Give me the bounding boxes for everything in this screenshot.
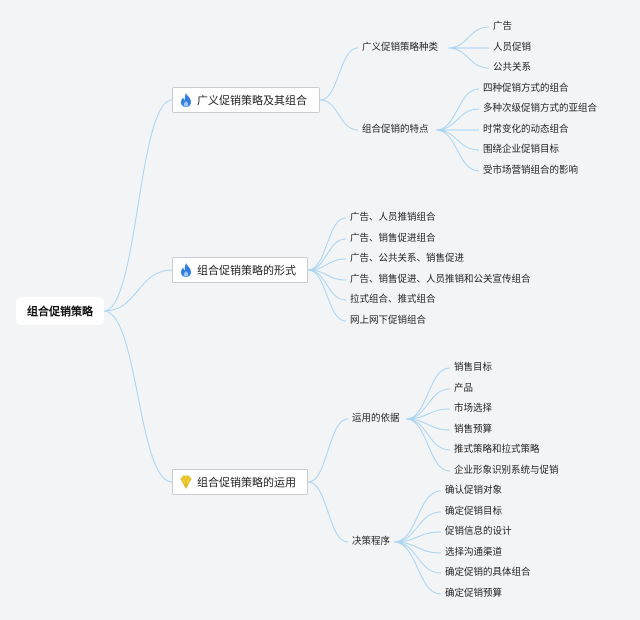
- connector-line: [319, 47, 359, 101]
- connector-line: [405, 418, 451, 472]
- leaf-label[interactable]: 确定促销的具体组合: [445, 567, 531, 578]
- connector-line: [435, 108, 480, 131]
- leaf-label[interactable]: 广告: [493, 21, 513, 32]
- connector-line: [435, 129, 480, 151]
- connector-line: [319, 99, 359, 131]
- subtopic-label[interactable]: 组合促销的特点: [362, 124, 429, 135]
- flame-icon: [181, 263, 191, 277]
- subtopic-label[interactable]: 决策程序: [352, 536, 391, 547]
- leaf-label[interactable]: 时常变化的动态组合: [483, 124, 569, 135]
- leaf-label[interactable]: 围绕企业促销目标: [483, 144, 560, 155]
- connector-line: [393, 511, 442, 543]
- leaf-label[interactable]: 公共关系: [493, 62, 532, 73]
- branch-label: 广义促销策略及其组合: [197, 94, 307, 107]
- connector-line: [307, 269, 347, 322]
- leaf-label[interactable]: 确定促销预算: [445, 588, 503, 599]
- connector-line: [307, 258, 347, 271]
- subtopic-label[interactable]: 拉式组合、推式组合: [350, 294, 436, 305]
- leaf-label[interactable]: 销售预算: [454, 424, 493, 435]
- connector-line: [447, 47, 490, 69]
- subtopic-label[interactable]: 网上网下促销组合: [350, 315, 427, 326]
- leaf-label[interactable]: 人员促销: [493, 42, 532, 53]
- connector-line: [103, 269, 173, 312]
- leaf-label[interactable]: 推式策略和拉式策略: [454, 444, 540, 455]
- leaf-label[interactable]: 受市场营销组合的影响: [483, 165, 579, 176]
- leaf-label[interactable]: 促销信息的设计: [445, 526, 512, 537]
- connector-line: [435, 129, 480, 172]
- leaf-label[interactable]: 市场选择: [454, 403, 493, 414]
- leaf-label[interactable]: 确认促销对象: [445, 485, 503, 496]
- connector-line: [393, 541, 442, 595]
- leaf-label[interactable]: 四种促销方式的组合: [483, 83, 569, 94]
- leaf-label[interactable]: 销售目标: [454, 362, 493, 373]
- connector-line: [405, 367, 451, 420]
- diamond-icon: [180, 475, 192, 489]
- connector-line: [307, 481, 349, 543]
- flame-icon: [181, 93, 191, 107]
- connector-line: [307, 217, 347, 271]
- subtopic-label[interactable]: 广告、销售促进组合: [350, 233, 436, 244]
- leaf-label[interactable]: 企业形象识别系统与促销: [454, 465, 559, 476]
- branch-node-forms[interactable]: 组合促销策略的形式: [172, 257, 308, 283]
- subtopic-label[interactable]: 广告、人员推销组合: [350, 212, 436, 223]
- connector-line: [307, 238, 347, 271]
- branch-label: 组合促销策略的运用: [197, 476, 296, 489]
- connector-line: [447, 26, 490, 49]
- branch-label: 组合促销策略的形式: [197, 264, 296, 277]
- connector-line: [103, 310, 173, 483]
- leaf-label[interactable]: 多种次级促销方式的亚组合: [483, 103, 598, 114]
- subtopic-label[interactable]: 广告、公共关系、销售促进: [350, 253, 465, 264]
- connector-line: [393, 490, 442, 543]
- leaf-label[interactable]: 选择沟通渠道: [445, 547, 503, 558]
- root-label: 组合促销策略: [27, 305, 93, 318]
- subtopic-label[interactable]: 运用的依据: [352, 413, 400, 424]
- root-node[interactable]: 组合促销策略: [16, 297, 104, 325]
- connector-line: [103, 99, 173, 312]
- connector-line: [307, 418, 349, 483]
- connector-line: [405, 388, 451, 420]
- branch-node-broad-promotion[interactable]: 广义促销策略及其组合: [172, 87, 320, 113]
- subtopic-label[interactable]: 广告、销售促进、人员推销和公关宣传组合: [350, 274, 531, 285]
- branch-node-application[interactable]: 组合促销策略的运用: [172, 469, 308, 495]
- connector-line: [435, 88, 480, 131]
- leaf-label[interactable]: 确定促销目标: [445, 506, 503, 517]
- leaf-label[interactable]: 产品: [454, 383, 474, 394]
- subtopic-label[interactable]: 广义促销策略种类: [362, 42, 439, 53]
